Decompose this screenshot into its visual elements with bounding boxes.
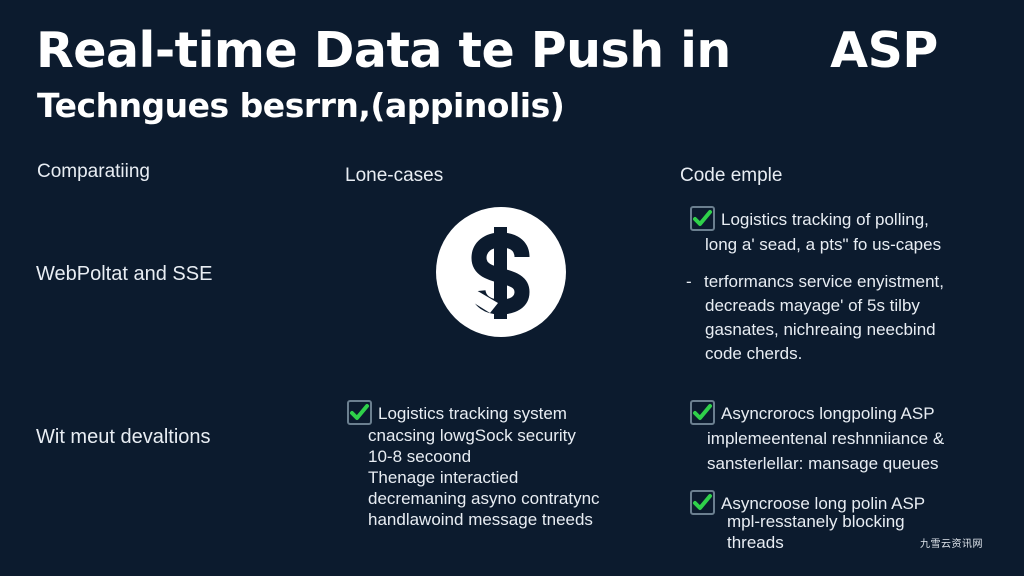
middle-bottom-item: Logistics tracking system cnacsing lowgS… (347, 400, 600, 530)
slide-title: Real-time Data te Push in ASP (36, 22, 938, 79)
column-header-left: Comparatiing (37, 161, 150, 182)
right-bottom-item-1-line-1: Asyncrorocs longpoling ASP (721, 404, 935, 423)
checkmark-icon (690, 206, 715, 231)
right-bottom-item-1: Asyncrorocs longpoling ASP implemeentena… (690, 400, 944, 476)
row-label-first: WebPoltat and SSE (36, 263, 213, 285)
middle-bottom-line-6: handlawoind message tneeds (368, 510, 593, 529)
right-bottom-item-2-line-1: Asyncroose long polin ASP (721, 494, 926, 513)
middle-bottom-line-4: Thenage interactied (368, 468, 519, 487)
right-bottom-item-1-line-3: sansterlellar: mansage queues (707, 454, 939, 473)
watermark: 九雪云资讯网 (920, 539, 983, 550)
slide-subtitle: Techngues besrrn,(appinolis) (37, 86, 565, 125)
right-top-item-1-line-2: long a' sead, a pts" fo us-capes (705, 235, 942, 254)
dollar-logo-icon (436, 207, 566, 337)
right-top-item-2-line-3: gasnates, nichreaing neecbind (705, 320, 936, 339)
middle-bottom-line-5: decremaning asyno contratync (368, 489, 600, 508)
dash-bullet-icon: - (686, 272, 692, 291)
column-header-middle: Lone-cases (345, 165, 444, 186)
row-label-second: Wit meut devaltions (36, 426, 211, 448)
right-bottom-item-2-line-2: mpl-resstanely blocking (727, 512, 905, 531)
right-top-item-1-line-1: Logistics tracking of polling, (721, 210, 929, 229)
column-header-right: Code emple (680, 165, 783, 186)
middle-bottom-line-1: Logistics tracking system (378, 404, 567, 423)
right-top-item-2: -terformancs service enyistment, decread… (686, 270, 944, 366)
right-bottom-item-2: Asyncroose long polin ASP mpl-resstanely… (690, 490, 925, 553)
right-top-item-2-line-4: code cherds. (705, 344, 803, 363)
checkmark-icon (690, 400, 715, 425)
checkmark-icon (690, 490, 715, 515)
middle-bottom-line-2: cnacsing lowgSock security (368, 426, 576, 445)
right-bottom-item-2-line-3: threads (727, 533, 784, 552)
middle-bottom-line-3: 10-8 secoond (368, 447, 472, 466)
right-bottom-item-1-line-2: implemeentenal reshnniiance & (707, 429, 945, 448)
checkmark-icon (347, 400, 372, 425)
right-top-item-2-line-2: decreads mayage' of 5s tilby (705, 296, 920, 315)
right-top-item-1: Logistics tracking of polling, long a' s… (690, 206, 941, 255)
right-top-item-2-line-1: terformancs service enyistment, (704, 272, 944, 291)
